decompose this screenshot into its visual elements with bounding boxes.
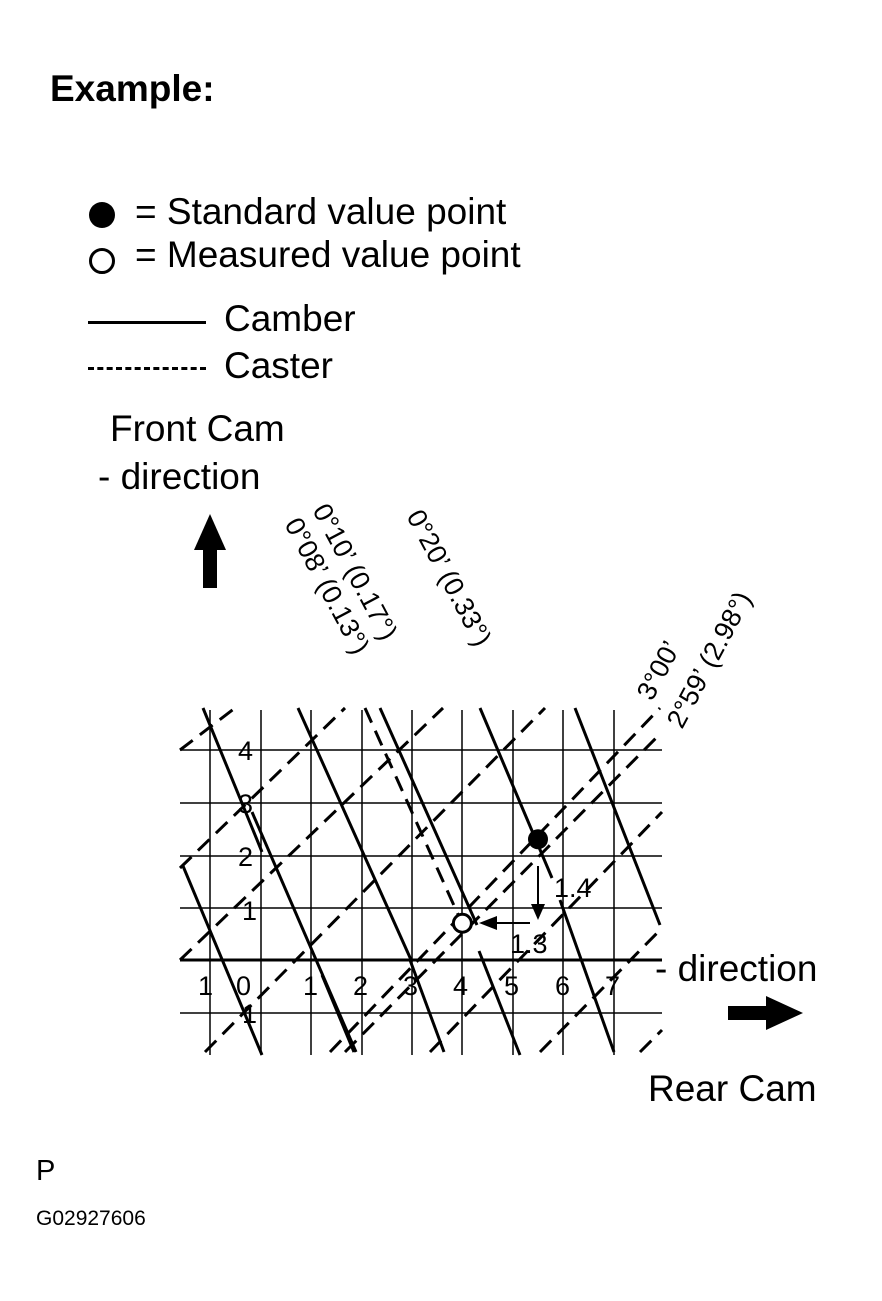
caster-line: [538, 926, 664, 1054]
footer-code-label: G02927606: [36, 1207, 146, 1230]
camber-line: [181, 865, 264, 1056]
x-tick-label: 4: [453, 971, 468, 1001]
x-tick-label: 0: [236, 971, 251, 1001]
caster-lines: [178, 706, 664, 1054]
camber-solid-line-legend-icon: [88, 321, 206, 324]
camber-line: [408, 959, 446, 1053]
footer-p-label: P: [36, 1155, 56, 1187]
caster-line: [428, 810, 664, 1054]
line-labels: 0°10’ (0.17°) 0°08’ (0.13°) 0°20’ (0.33°…: [279, 499, 758, 733]
standard-point-legend-icon: [89, 202, 115, 228]
y-tick-labels: 4 3 2 1 1: [238, 736, 257, 1029]
x-tick-labels: 1 0 1 2 3 4 5 6 7: [198, 971, 620, 1001]
camber-020-label: 0°20’ (0.33°): [401, 505, 498, 651]
camber-lines: [181, 707, 662, 1056]
caster-line: [178, 706, 445, 962]
camber-line: [296, 707, 414, 963]
camber-line: [378, 707, 479, 926]
front-cam-arrow-icon: [194, 514, 226, 588]
standard-value-point: [528, 829, 548, 850]
x-tick-label: 6: [555, 971, 570, 1001]
measured-value-point: [451, 912, 473, 934]
y-tick-label: 1: [242, 896, 257, 926]
camber-line: [320, 974, 356, 1053]
x-tick-label: 3: [403, 971, 418, 1001]
measured-point-legend-icon: [89, 248, 115, 274]
y-tick-label: 2: [238, 842, 253, 872]
caster-line: [179, 706, 236, 752]
x-tick-label: 1: [303, 971, 318, 1001]
x-tick-label: 7: [605, 971, 620, 1001]
caster-line: [178, 706, 347, 870]
caster-line: [328, 706, 662, 1054]
camber-line: [477, 950, 522, 1056]
camber-line: [573, 707, 662, 926]
front-cam-direction-label: - direction: [98, 456, 261, 497]
caster-line: [343, 732, 662, 1054]
camber-line: [201, 707, 264, 853]
rear-cam-arrow-icon: [728, 996, 803, 1030]
horizontal-delta-label: 1.3: [510, 929, 548, 959]
rear-cam-direction-label: - direction: [655, 948, 818, 989]
legend-standard-label: = Standard value point: [135, 191, 507, 232]
camber-line: [558, 899, 616, 1053]
legend-camber-label: Camber: [224, 298, 356, 339]
caster-dashed-line-legend-icon: [88, 367, 206, 370]
caster-line: [638, 1028, 664, 1054]
rear-cam-label: Rear Cam: [648, 1068, 817, 1109]
horizontal-delta-arrowhead-icon: [479, 916, 497, 930]
camber-line: [478, 707, 554, 879]
vertical-delta-arrowhead-icon: [531, 904, 545, 920]
legend-caster-label: Caster: [224, 345, 333, 386]
x-tick-label: 2: [353, 971, 368, 1001]
vertical-delta-label: 1.4: [554, 873, 592, 903]
y-tick-label: 3: [238, 789, 253, 819]
y-tick-label: 4: [238, 736, 253, 766]
adjustment-arrows: 1.4 1.3: [479, 866, 592, 959]
x-tick-label: 1: [198, 971, 213, 1001]
x-tick-label: 5: [504, 971, 519, 1001]
front-cam-label: Front Cam: [110, 408, 285, 449]
y-tick-label: 1: [242, 999, 257, 1029]
legend-measured-label: = Measured value point: [135, 234, 521, 275]
caster-line: [203, 706, 547, 1054]
caster-line: [363, 707, 467, 931]
page-title: Example:: [50, 68, 215, 109]
